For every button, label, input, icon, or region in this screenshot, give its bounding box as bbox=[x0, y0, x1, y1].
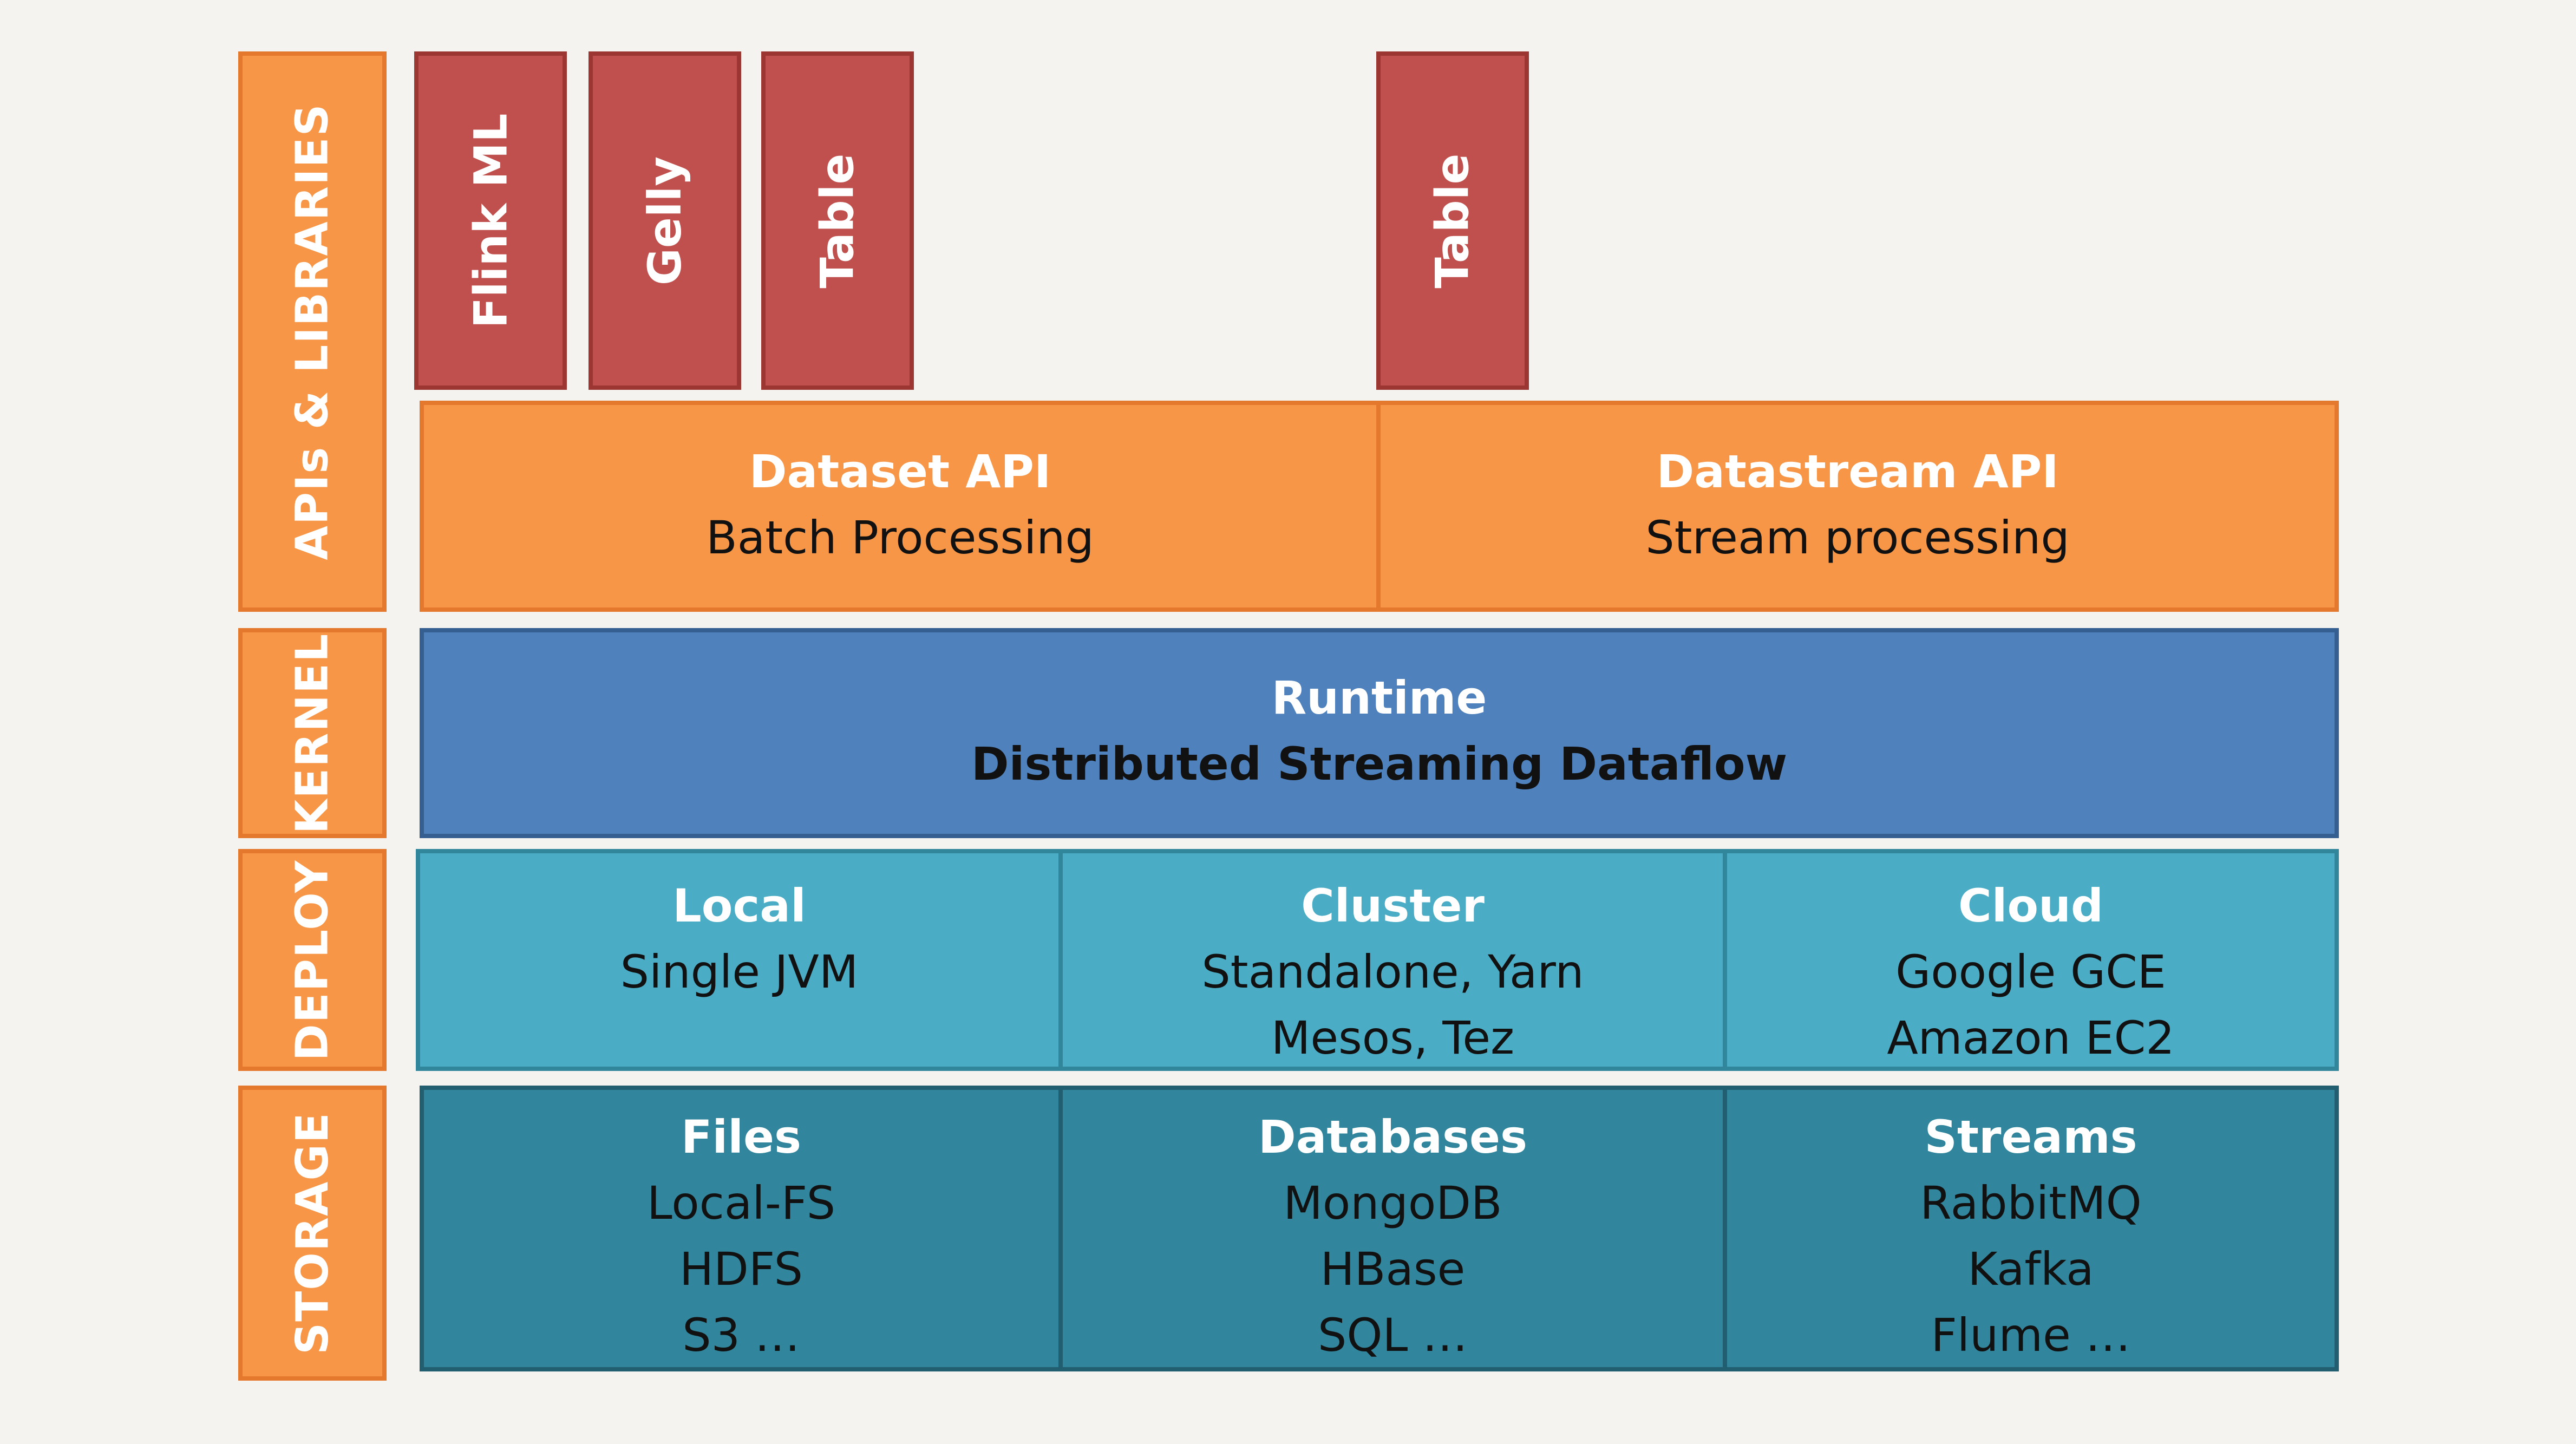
category-kernel: KERNEL bbox=[238, 628, 387, 838]
dataset-api-subtitle: Batch Processing bbox=[706, 511, 1094, 564]
deploy-cloud-box: Cloud Google GCE Amazon EC2 bbox=[1723, 849, 2339, 1071]
category-deploy: DEPLOY bbox=[238, 849, 387, 1071]
storage-files-title: Files bbox=[681, 1110, 801, 1164]
storage-databases-line: MongoDB bbox=[1283, 1177, 1502, 1230]
storage-files-line: HDFS bbox=[679, 1243, 803, 1296]
deploy-cloud-title: Cloud bbox=[1958, 879, 2104, 932]
storage-databases-title: Databases bbox=[1258, 1110, 1528, 1164]
dataset-api-title: Dataset API bbox=[749, 445, 1051, 498]
storage-databases-line: HBase bbox=[1320, 1243, 1466, 1296]
library-table-batch: Table bbox=[761, 51, 914, 390]
storage-files-line: Local-FS bbox=[646, 1177, 836, 1230]
storage-streams-line: Flume … bbox=[1931, 1309, 2131, 1362]
storage-databases-box: Databases MongoDB HBase SQL … bbox=[1058, 1086, 1727, 1371]
library-table-batch-label: Table bbox=[810, 153, 864, 289]
category-apis-libraries-label: APIs & LIBRARIES bbox=[286, 103, 338, 560]
datastream-api-box: Datastream API Stream processing bbox=[1376, 401, 2339, 612]
category-storage-label: STORAGE bbox=[286, 1112, 338, 1355]
deploy-local-line: Single JVM bbox=[620, 945, 859, 998]
category-kernel-label: KERNEL bbox=[286, 632, 338, 834]
storage-streams-line: RabbitMQ bbox=[1920, 1177, 2142, 1230]
deploy-local-title: Local bbox=[672, 879, 806, 932]
storage-streams-box: Streams RabbitMQ Kafka Flume … bbox=[1723, 1086, 2339, 1371]
library-gelly-label: Gelly bbox=[638, 156, 691, 285]
datastream-api-title: Datastream API bbox=[1656, 445, 2059, 498]
storage-streams-line: Kafka bbox=[1967, 1243, 2094, 1296]
deploy-cluster-box: Cluster Standalone, Yarn Mesos, Tez bbox=[1058, 849, 1727, 1071]
storage-files-line: S3 … bbox=[682, 1309, 800, 1362]
category-deploy-label: DEPLOY bbox=[286, 859, 338, 1061]
deploy-cluster-title: Cluster bbox=[1301, 879, 1485, 932]
library-flink-ml-label: Flink ML bbox=[464, 113, 517, 328]
deploy-cloud-line: Google GCE bbox=[1895, 945, 2166, 998]
deploy-local-box: Local Single JVM bbox=[416, 849, 1063, 1071]
storage-streams-title: Streams bbox=[1924, 1110, 2137, 1164]
storage-databases-line: SQL … bbox=[1318, 1309, 1468, 1362]
library-flink-ml: Flink ML bbox=[414, 51, 567, 390]
category-storage: STORAGE bbox=[238, 1086, 387, 1381]
deploy-cluster-line: Standalone, Yarn bbox=[1201, 945, 1584, 998]
library-gelly: Gelly bbox=[589, 51, 741, 390]
deploy-cluster-line: Mesos, Tez bbox=[1271, 1011, 1515, 1064]
deploy-cloud-line: Amazon EC2 bbox=[1887, 1011, 2175, 1064]
library-table-stream-label: Table bbox=[1426, 153, 1479, 289]
runtime-title: Runtime bbox=[1271, 671, 1487, 724]
category-apis-libraries: APIs & LIBRARIES bbox=[238, 51, 387, 612]
datastream-api-subtitle: Stream processing bbox=[1645, 511, 2070, 564]
storage-files-box: Files Local-FS HDFS S3 … bbox=[420, 1086, 1063, 1371]
runtime-subtitle: Distributed Streaming Dataflow bbox=[971, 737, 1788, 790]
library-table-stream: Table bbox=[1376, 51, 1529, 390]
dataset-api-box: Dataset API Batch Processing bbox=[420, 401, 1381, 612]
runtime-box: Runtime Distributed Streaming Dataflow bbox=[420, 628, 2339, 838]
